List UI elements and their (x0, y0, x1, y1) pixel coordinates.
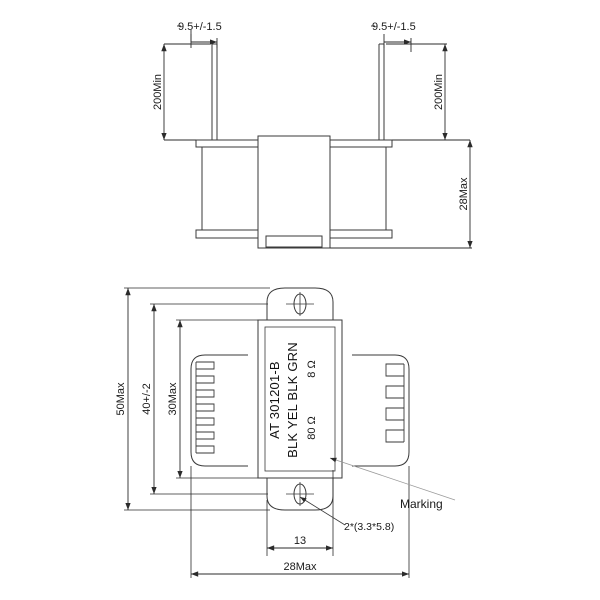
label-part-number: AT 301201-B (267, 361, 282, 439)
note-slot: 2*(3.3*5.8) (344, 521, 394, 533)
dim-label-overall-height: 50Max (115, 382, 127, 416)
plan-mount-pad-top (266, 287, 334, 320)
dim-label-mount-pitch: 40+/-2 (141, 383, 153, 415)
plan-view (190, 287, 410, 511)
plan-label-plate (257, 319, 343, 479)
plan-leaders (299, 457, 456, 526)
dim-body-height (330, 140, 473, 249)
dim-lead-offset-right (371, 25, 412, 52)
label-wire-colors: BLK YEL BLK GRN (285, 342, 300, 458)
dim-label-lead-offset-right: 9.5+/-1.5 (372, 21, 416, 33)
dim-label-overall-width: 28Max (283, 561, 317, 573)
side-bobbin-left (195, 139, 259, 239)
side-core-body (257, 135, 331, 249)
side-bobbin-right (329, 139, 393, 239)
label-impedance-primary: 80 Ω (306, 416, 318, 440)
dim-label-lead-length-left: 200Min (152, 74, 164, 110)
leader-slot-note (299, 496, 346, 526)
label-impedance-secondary: 8 Ω (306, 360, 318, 377)
side-view-dimensions (161, 25, 473, 249)
dim-label-core-height: 30Max (167, 382, 179, 416)
leader-marking-note (329, 457, 456, 501)
side-lead-right (378, 43, 385, 140)
plan-extension-lines (124, 287, 270, 511)
dim-lead-length-left (161, 43, 210, 141)
dim-label-slot-pitch: 13 (294, 535, 306, 547)
dim-label-body-height: 28Max (458, 177, 470, 211)
side-elevation-view (195, 43, 393, 249)
plan-coil-right (352, 354, 410, 467)
plan-coil-left (190, 354, 248, 467)
side-lead-left (211, 43, 218, 140)
note-marking: Marking (400, 497, 443, 511)
dim-label-lead-length-right: 200Min (433, 74, 445, 110)
dim-lead-offset-left (177, 25, 218, 48)
dim-lead-length-right (386, 43, 470, 141)
dim-label-lead-offset-left: 9.5+/-1.5 (178, 21, 222, 33)
plan-mount-pad-bottom (266, 478, 334, 511)
